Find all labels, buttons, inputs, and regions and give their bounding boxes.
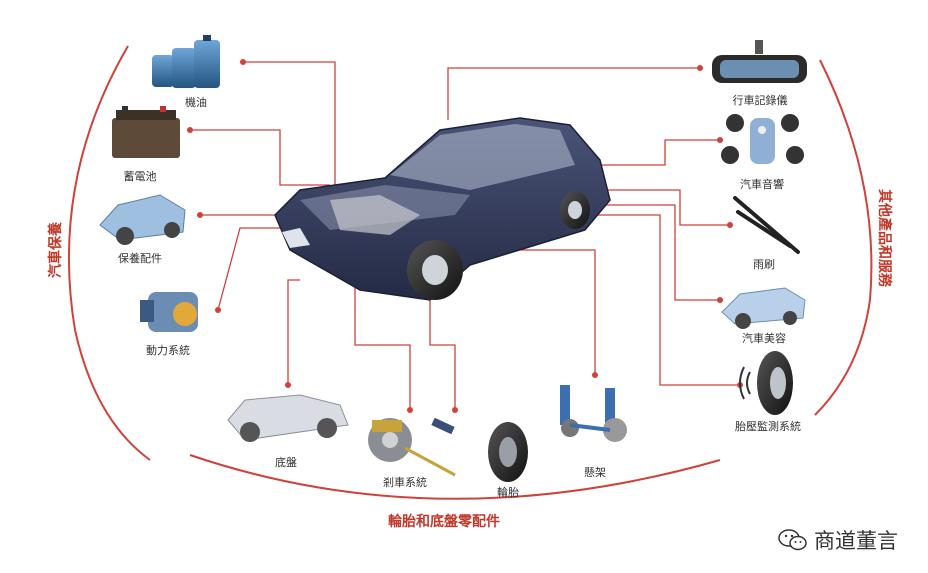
label-engine-oil: 機油	[185, 95, 207, 109]
maintenance-parts-icon	[99, 194, 186, 245]
bottom-arc	[189, 454, 721, 500]
watermark: 商道董言	[778, 525, 898, 555]
label-car-audio: 汽車音響	[740, 177, 784, 191]
label-battery: 蓄電池	[124, 170, 157, 183]
wipers-icon	[733, 196, 800, 254]
left-arc-label: 汽車保養	[47, 222, 64, 278]
label-power-steering: 動力系統	[146, 343, 190, 357]
right-arc	[814, 59, 873, 416]
suspension-icon	[560, 385, 627, 442]
watermark-text: 商道董言	[814, 529, 898, 553]
connector-lines	[190, 61, 740, 410]
wechat-icon	[778, 529, 807, 551]
label-tire: 輪胎	[497, 485, 519, 499]
car-beauty-icon	[721, 287, 806, 329]
battery-icon	[112, 106, 180, 158]
brake-system-icon	[368, 417, 456, 477]
right-arc-label: 其他產品和服務	[876, 189, 893, 288]
tpms-icon	[739, 351, 793, 415]
label-car-beauty: 汽車美容	[742, 331, 786, 345]
label-wipers: 雨刷	[753, 258, 775, 271]
label-maintenance-parts: 保養配件	[118, 251, 162, 265]
engine-oil-icon	[152, 35, 220, 88]
tire-icon	[488, 422, 528, 482]
car-audio-icon	[721, 114, 804, 164]
label-brake-system: 剎車系統	[383, 475, 427, 489]
power-steering-icon	[140, 292, 198, 332]
label-tpms: 胎壓監測系統	[735, 419, 801, 433]
bottom-arc-label: 輪胎和底盤零配件	[388, 513, 500, 530]
label-dash-cam: 行車記錄儀	[733, 93, 788, 107]
chassis-icon	[227, 394, 349, 442]
car-illustration	[274, 117, 611, 301]
connector-dots	[187, 59, 743, 413]
label-chassis: 底盤	[275, 455, 297, 469]
left-arc	[67, 45, 151, 461]
label-suspension: 懸架	[584, 466, 606, 479]
dash-cam-icon	[712, 40, 807, 83]
